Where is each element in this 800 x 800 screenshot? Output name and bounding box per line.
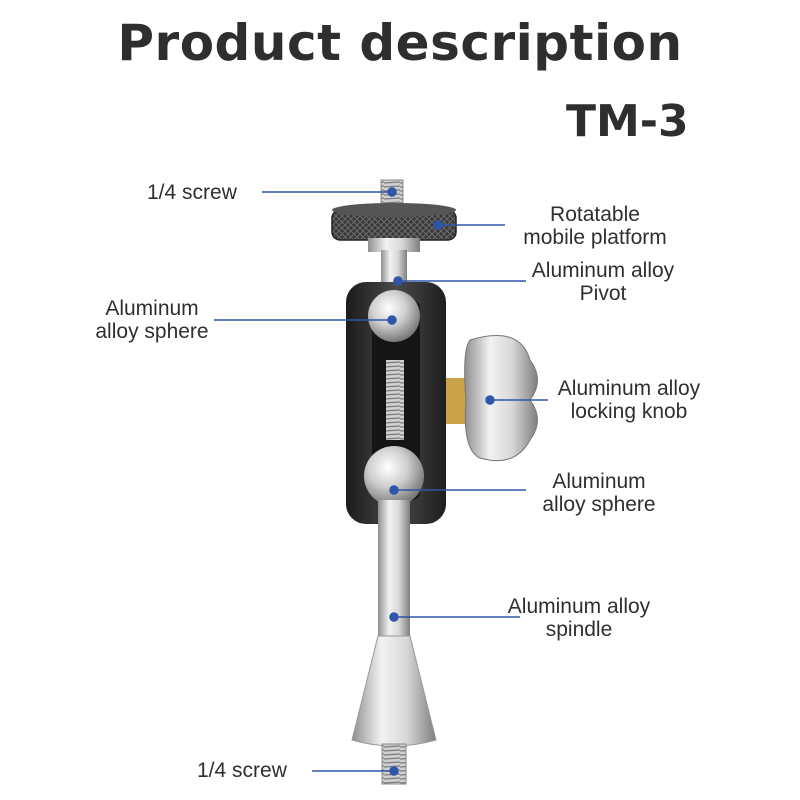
page-title: Product description	[117, 14, 683, 72]
callout-platform-line1: Rotatable	[550, 203, 640, 226]
spindle-cone	[351, 635, 437, 747]
callout-knob-line1: Aluminum alloy	[557, 377, 701, 400]
callout-pivot-line1: Aluminum alloy	[531, 259, 675, 282]
lower-sphere	[364, 446, 424, 506]
callout-platform: Rotatable mobile platform	[500, 203, 690, 249]
callout-bottom-screw-text: 1/4 screw	[197, 759, 287, 782]
callout-sphere-left-line1: Aluminum	[105, 297, 199, 320]
locking-knob	[446, 335, 538, 462]
callout-sphere-left-line2: alloy sphere	[95, 320, 209, 343]
callout-sphere-left: Aluminum alloy sphere	[80, 297, 224, 343]
callout-spindle-line2: spindle	[545, 618, 613, 641]
model-number: TM-3	[566, 96, 689, 147]
bottom-screw	[381, 743, 407, 785]
callout-sphere-right: Aluminum alloy sphere	[524, 470, 674, 516]
callout-pivot: Aluminum alloy Pivot	[508, 259, 698, 305]
callout-platform-line2: mobile platform	[523, 226, 667, 249]
callout-bottom-screw: 1/4 screw	[197, 759, 287, 782]
callout-spindle: Aluminum alloy spindle	[484, 595, 674, 641]
callout-pivot-line2: Pivot	[579, 282, 627, 305]
callout-knob-line2: locking knob	[570, 400, 688, 423]
callout-sphere-right-line1: Aluminum	[552, 470, 646, 493]
callout-spindle-line1: Aluminum alloy	[507, 595, 651, 618]
callout-knob: Aluminum alloy locking knob	[534, 377, 724, 423]
callout-top-screw: 1/4 screw	[147, 181, 237, 204]
callout-top-screw-text: 1/4 screw	[147, 181, 237, 204]
callout-sphere-right-line2: alloy sphere	[542, 493, 656, 516]
